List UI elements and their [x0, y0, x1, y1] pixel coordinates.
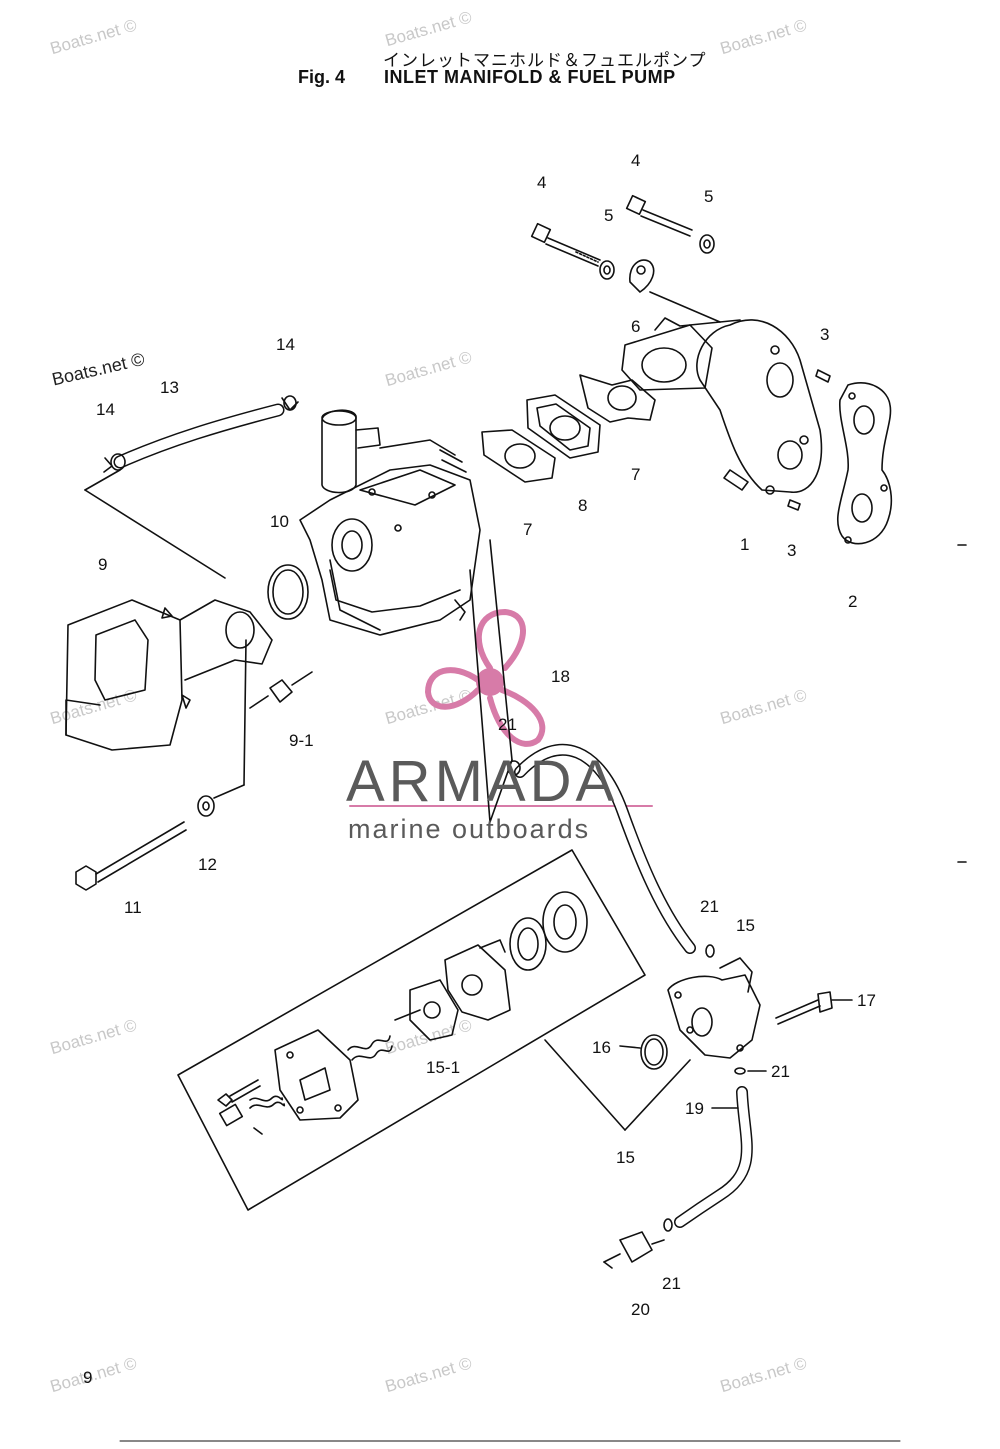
callout-label: 12: [198, 855, 217, 874]
pin-3-lower: [787, 499, 801, 511]
screw-17: [775, 991, 853, 1025]
fuel-connector-20: [603, 1231, 665, 1269]
callout-label: 20: [631, 1300, 650, 1319]
callout-label: 21: [498, 715, 517, 734]
inlet-manifold-1: [621, 317, 823, 495]
armada-logo-text: ARMADA: [346, 749, 619, 814]
armada-logo-tagline: marine outboards: [348, 814, 591, 844]
callout-label: 19: [685, 1099, 704, 1118]
callout-label: 5: [604, 206, 614, 225]
fuel-pump-parts: [217, 891, 588, 1135]
callout-label: 10: [270, 512, 289, 531]
washer-12: [197, 795, 215, 817]
callout-label: 2: [848, 592, 858, 611]
callout-label: 16: [592, 1038, 611, 1057]
callout-label: 7: [523, 520, 533, 539]
callout-label: 14: [276, 335, 295, 354]
callout-label: 15: [616, 1148, 635, 1167]
callout-label: 9-1: [289, 731, 314, 750]
page-number: 9: [83, 1368, 93, 1387]
bolt-4-right: [625, 194, 693, 237]
gasket-2: [836, 382, 893, 545]
gasket-7-lower: [481, 429, 556, 483]
callout-label: 8: [578, 496, 588, 515]
callout-label: 5: [704, 187, 714, 206]
gasket-7-upper: [579, 374, 656, 423]
bolt-11: [75, 821, 187, 891]
hose-clip-21: [663, 1218, 673, 1232]
gasket-16: [640, 1034, 668, 1070]
callout-label: 15: [736, 916, 755, 935]
armada-propeller-icon: [425, 609, 546, 747]
o-ring-10: [267, 564, 309, 620]
fuel-pump-15: [667, 957, 761, 1059]
fuel-pump-exploded-frame: [177, 849, 646, 1211]
figure-number: Fig. 4: [298, 67, 346, 87]
callout-label: 6: [631, 317, 641, 336]
callout-label: 3: [820, 325, 830, 344]
callout-label: 15-1: [426, 1058, 461, 1077]
bolt-4-left: [530, 222, 601, 267]
hose-clip-21: [507, 760, 521, 776]
hose-clip-21: [734, 1067, 746, 1075]
callout-label: 11: [124, 898, 142, 917]
callout-label: 14: [96, 400, 115, 419]
callout-label: 13: [160, 378, 179, 397]
title-japanese: インレットマニホルド＆フュエルポンプ: [383, 51, 707, 71]
washer-5-right: [699, 234, 715, 254]
callout-label: 21: [771, 1062, 790, 1081]
callout-label: 4: [631, 151, 641, 170]
washer-5-left: [599, 260, 615, 280]
collar-9-1: [269, 679, 293, 703]
hose-clip-14-left: [110, 453, 126, 471]
callout-label: 4: [537, 173, 547, 192]
carburetor-assembly: [299, 409, 481, 636]
callout-label: 21: [662, 1274, 681, 1293]
callout-label: 21: [700, 897, 719, 916]
intake-silencer-9: [65, 599, 273, 751]
callout-label: 1: [740, 535, 750, 554]
callout-label: 18: [551, 667, 570, 686]
pin-3-upper: [815, 369, 831, 383]
callout-label: 17: [857, 991, 876, 1010]
callout-label: 9: [98, 555, 108, 574]
callout-label: 7: [631, 465, 641, 484]
hose-clip-21: [705, 944, 715, 958]
spacer-8: [526, 394, 601, 459]
clamp-6: [629, 259, 655, 293]
callout-label: 3: [787, 541, 797, 560]
figure-title: INLET MANIFOLD & FUEL PUMP: [384, 67, 676, 87]
